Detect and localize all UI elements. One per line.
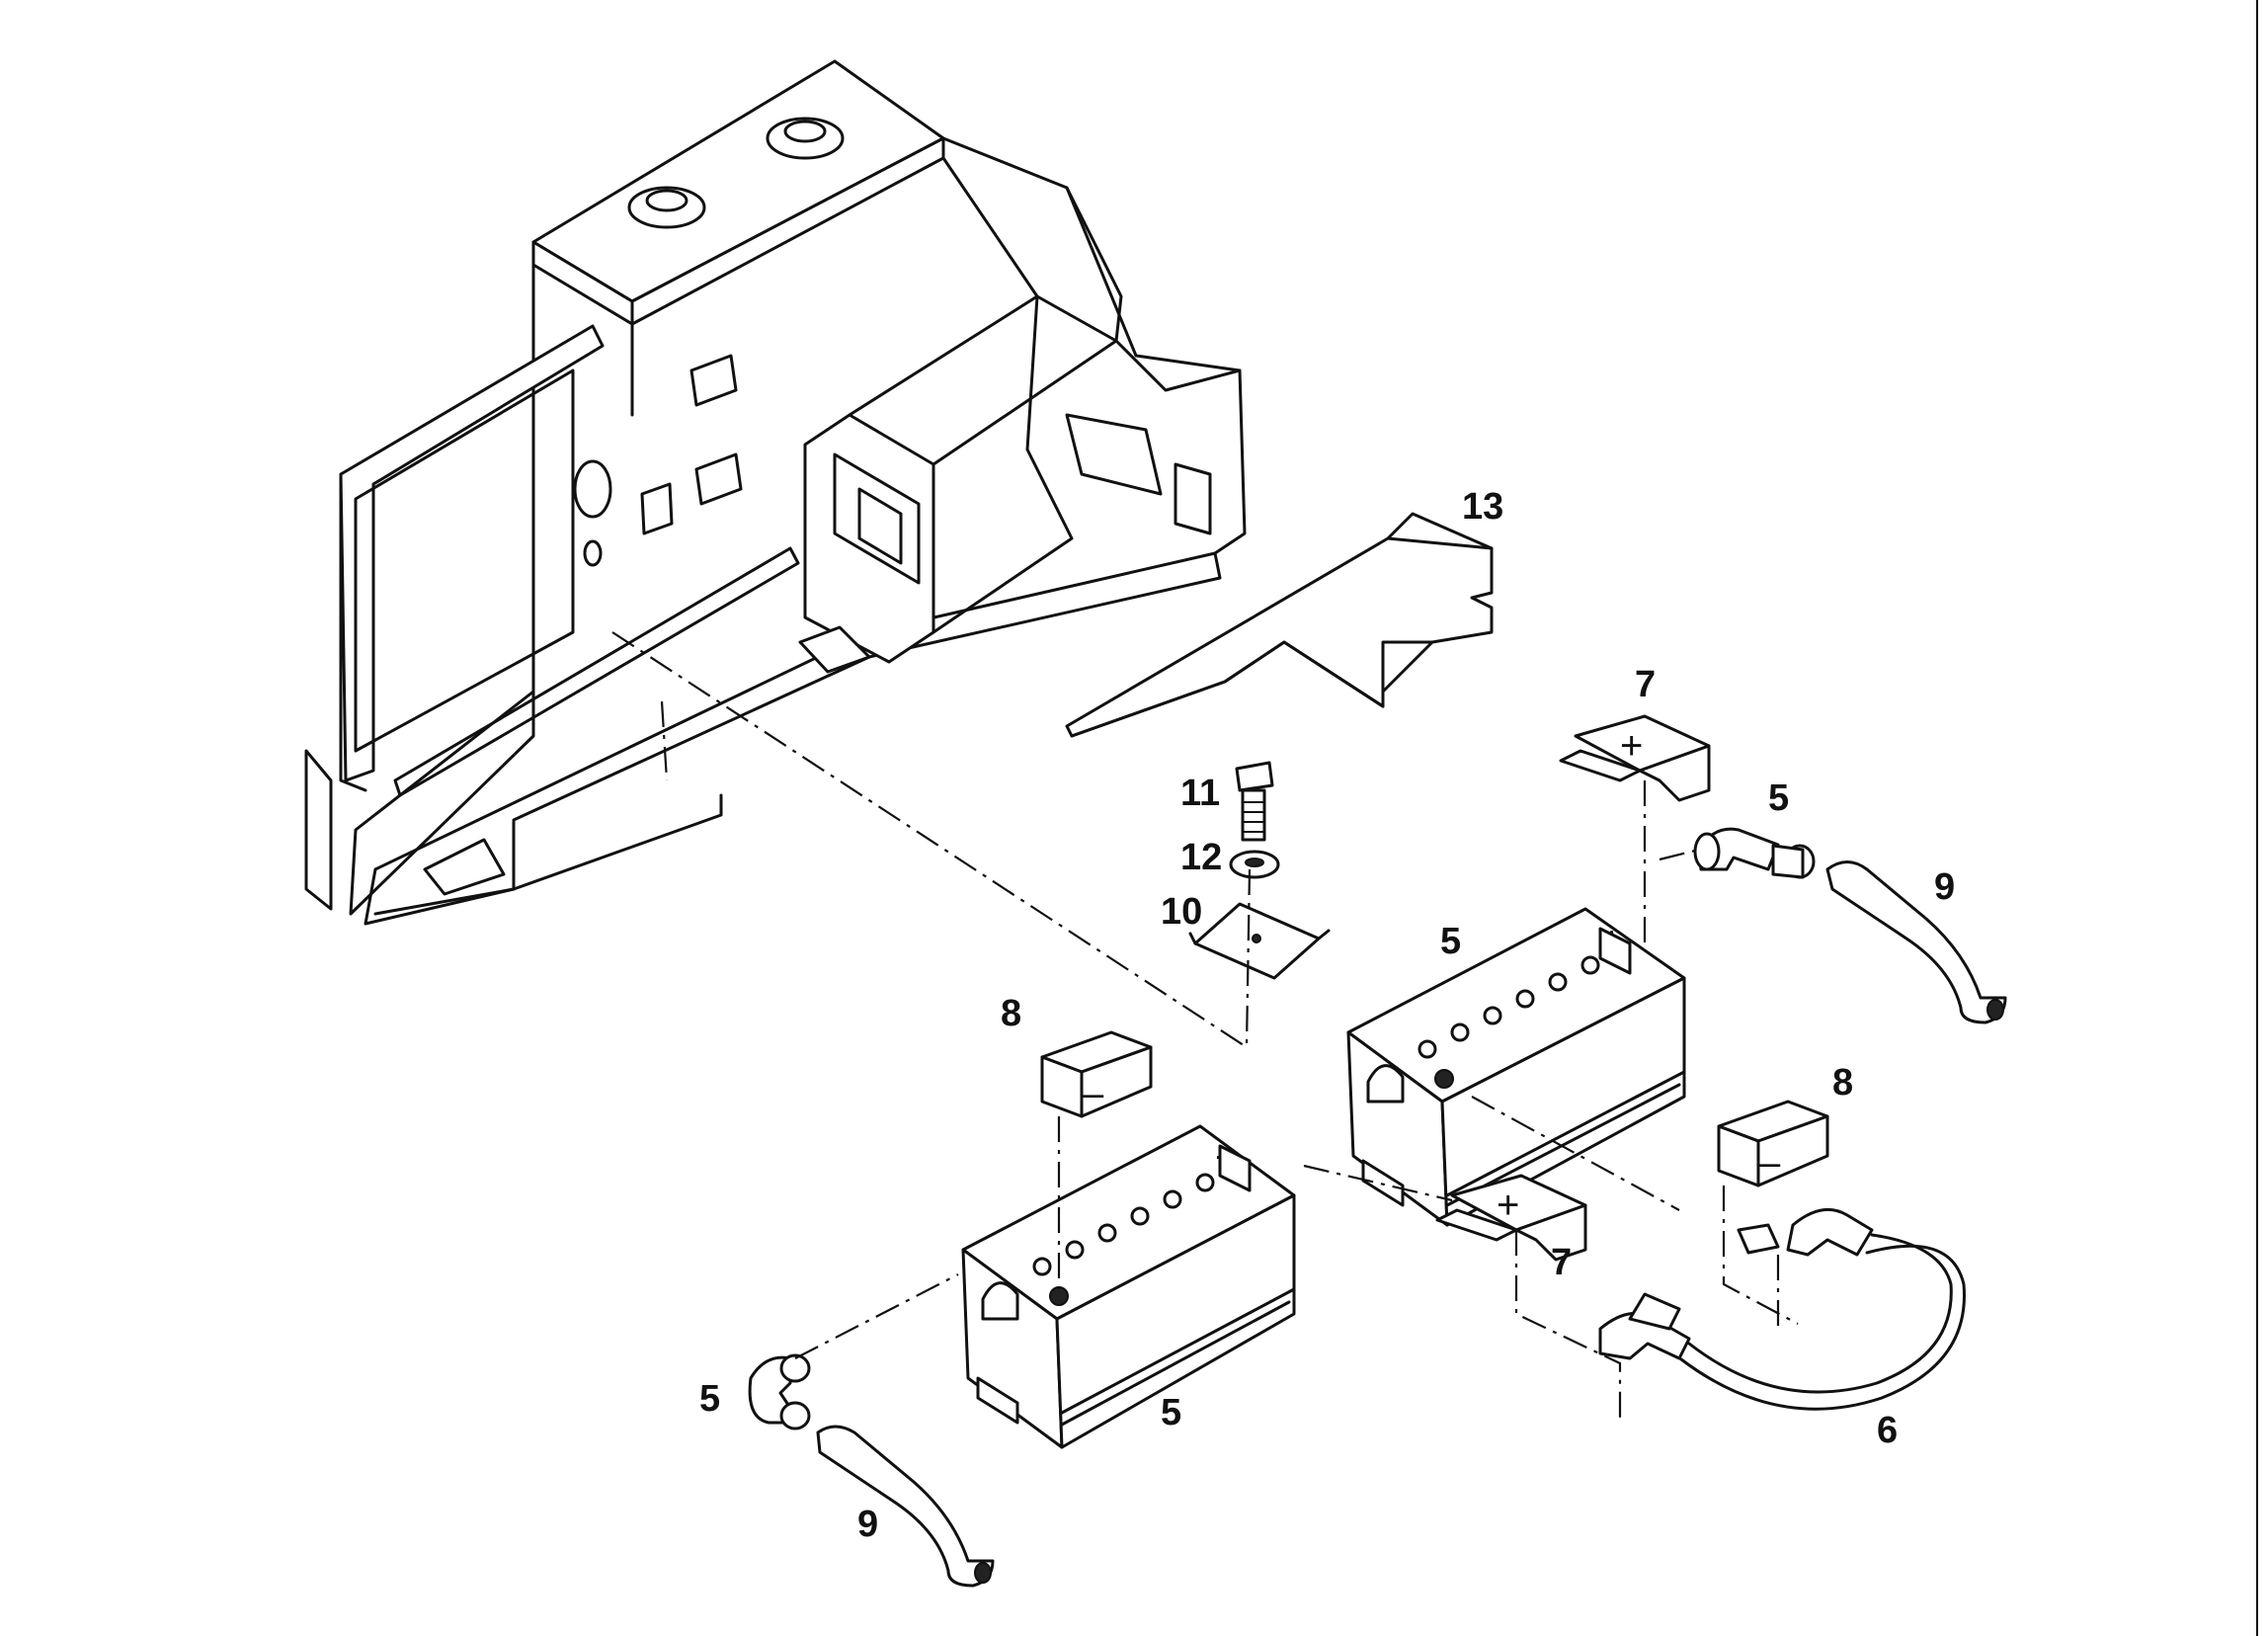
part-8-minus-cap-right: – bbox=[1717, 1100, 1829, 1187]
callout-9-lower: 9 bbox=[857, 1504, 878, 1545]
callout-5-fitting-upper: 5 bbox=[1768, 777, 1789, 819]
part-13-bracket bbox=[1065, 512, 1494, 738]
plus-cap-upper-symbol: + bbox=[1620, 724, 1643, 768]
callout-5-battery-right: 5 bbox=[1440, 921, 1461, 962]
callout-12: 12 bbox=[1180, 837, 1222, 878]
part-7-plus-cap-upper: + bbox=[1559, 714, 1711, 802]
part-5-elbow-fitting-upper bbox=[1693, 827, 1816, 879]
callout-5-battery-left: 5 bbox=[1161, 1392, 1181, 1433]
callout-7-upper: 7 bbox=[1635, 664, 1656, 705]
part-10-clamp bbox=[1188, 902, 1331, 980]
plus-cap-lower-symbol: + bbox=[1497, 1184, 1519, 1227]
callout-11: 11 bbox=[1180, 773, 1220, 814]
part-9-hose-lower bbox=[816, 1425, 995, 1588]
assembly-centerlines bbox=[611, 631, 1799, 1423]
battery-carrier-frame bbox=[304, 59, 1247, 926]
minus-cap-right-symbol: – bbox=[1758, 1141, 1781, 1185]
callout-8-left: 8 bbox=[1001, 993, 1021, 1034]
grommet-top-right bbox=[766, 117, 845, 160]
callout-13: 13 bbox=[1462, 486, 1503, 528]
callout-9-upper: 9 bbox=[1934, 866, 1955, 908]
battery-right: + bbox=[1346, 907, 1686, 1227]
part-11-bolt bbox=[1235, 761, 1274, 842]
callout-5-fitting-lower: 5 bbox=[699, 1378, 720, 1420]
minus-cap-left-symbol: – bbox=[1082, 1072, 1104, 1115]
callout-6: 6 bbox=[1877, 1410, 1898, 1451]
callout-8-right: 8 bbox=[1832, 1062, 1853, 1104]
part-8-minus-cap-left: – bbox=[1040, 1030, 1153, 1118]
battery-right-vent-caps bbox=[1418, 955, 1600, 1059]
callout-7-lower: 7 bbox=[1551, 1242, 1572, 1283]
part-12-washer bbox=[1229, 850, 1280, 879]
part-7-plus-cap-lower: + bbox=[1435, 1174, 1587, 1262]
part-5-elbow-fitting-lower bbox=[748, 1353, 811, 1431]
battery-left-vent-caps bbox=[1032, 1173, 1215, 1276]
part-6-connecting-cable bbox=[1598, 1207, 1967, 1411]
callout-10: 10 bbox=[1161, 891, 1202, 933]
battery-left: + bbox=[961, 1124, 1296, 1449]
part-9-hose-upper bbox=[1825, 860, 2007, 1024]
grommet-top-left bbox=[627, 186, 706, 229]
